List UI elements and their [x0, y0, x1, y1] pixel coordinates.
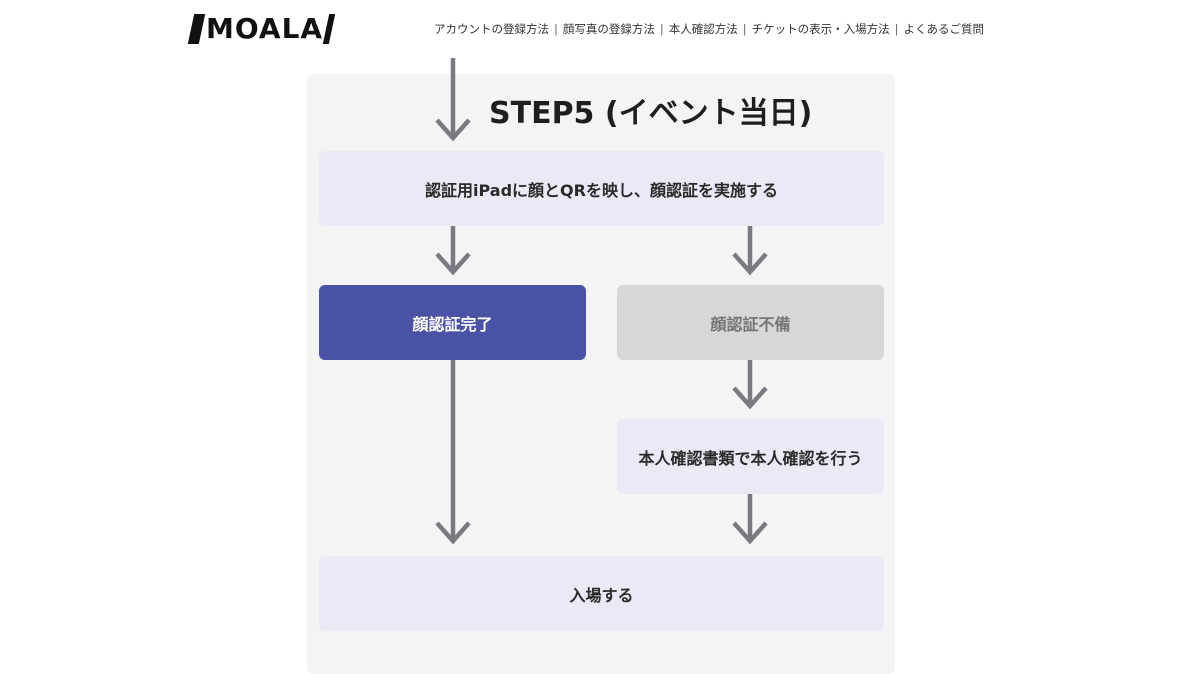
nav-photo-registration[interactable]: 顔写真の登録方法: [562, 22, 655, 36]
arrow-down-icon: [732, 494, 768, 545]
arrow-down-icon: [435, 360, 471, 545]
nav-ticket-entry[interactable]: チケットの表示・入場方法: [751, 22, 890, 36]
flow-arrows: [435, 58, 768, 545]
nav-separator: |: [894, 22, 899, 36]
step-manual-id-check: 本人確認書類で本人確認を行う: [617, 419, 884, 494]
nav-separator: |: [742, 22, 747, 36]
moala-logo[interactable]: MOALA: [187, 12, 336, 45]
arrow-down-icon: [435, 58, 471, 142]
logo-text: MOALA: [206, 12, 324, 45]
result-face-auth-complete: 顔認証完了: [319, 285, 586, 360]
arrow-down-icon: [435, 226, 471, 276]
nav-account-registration[interactable]: アカウントの登録方法: [434, 22, 549, 36]
arrow-down-icon: [732, 360, 768, 410]
step-title: STEP5 (イベント当日): [489, 96, 813, 131]
result-face-auth-failed: 顔認証不備: [617, 285, 884, 360]
nav-identity-verification[interactable]: 本人確認方法: [668, 22, 738, 36]
arrow-down-icon: [732, 226, 768, 276]
nav-separator: |: [659, 22, 664, 36]
nav-separator: |: [554, 22, 558, 36]
nav-faq[interactable]: よくあるご質問: [903, 22, 985, 36]
step-enter-venue: 入場する: [319, 556, 884, 631]
step-face-scan: 認証用iPadに顔とQRを映し、顔認証を実施する: [319, 151, 884, 226]
header-nav: アカウントの登録方法 | 顔写真の登録方法 | 本人確認方法 | チケットの表示…: [434, 20, 984, 38]
